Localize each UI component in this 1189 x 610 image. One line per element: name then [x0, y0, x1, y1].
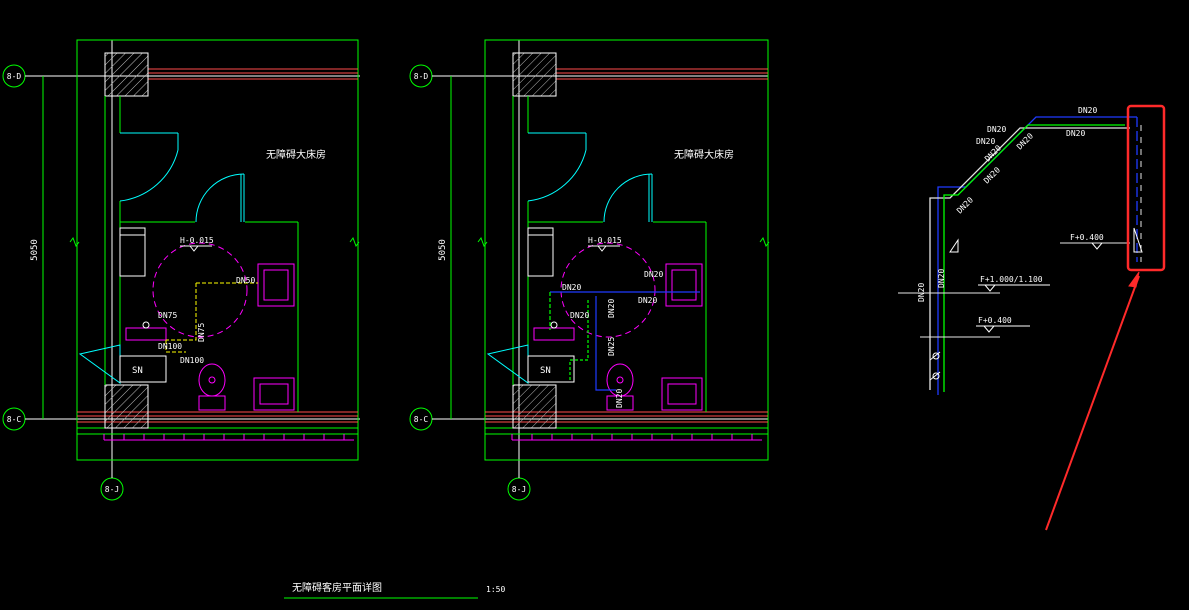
- pipe-label: DN75: [197, 323, 206, 342]
- bathtub: [253, 377, 295, 411]
- room-boundary: [76, 39, 359, 461]
- pipe-label: DN20: [644, 270, 663, 279]
- pipe-label: DN100: [180, 356, 204, 365]
- elevation-label: F+0.400: [978, 316, 1012, 325]
- pipe-label: DN100: [158, 342, 182, 351]
- pipe-label: DN20: [937, 269, 946, 288]
- pipe-label: DN20: [638, 296, 657, 305]
- drawing-footer: 无障碍客房平面详图 1:50: [284, 581, 505, 599]
- drawing-scale: 1:50: [486, 585, 505, 594]
- plan-right: 8-D 8-C 8-J: [409, 39, 770, 501]
- pipe-label: DN20: [917, 283, 926, 302]
- axis-label-bd: 8-D: [7, 72, 22, 81]
- shower-label: SN: [132, 366, 143, 376]
- axis-label-bj: 8-J: [105, 485, 119, 494]
- turning-circle: [152, 242, 248, 338]
- pipe-label: DN75: [158, 311, 177, 320]
- dimension-label: 5050: [438, 239, 448, 261]
- pipe-isometric: F+0.400 F+1.000/1.100 F+0.400 DN20 DN20 …: [898, 104, 1166, 531]
- pipe-label: DN20: [987, 125, 1006, 134]
- shower-area: [119, 355, 167, 383]
- pipe-label: DN20: [955, 195, 975, 215]
- room-label: 无障碍大床房: [674, 148, 734, 161]
- highlight-box: [1126, 104, 1166, 272]
- elevation-label: F+1.000/1.100: [980, 275, 1043, 284]
- drawing-title: 无障碍客房平面详图: [292, 581, 382, 594]
- dimension-label: 5050: [30, 239, 40, 261]
- elevation-label: F+0.400: [1070, 233, 1104, 242]
- level-label: H-0.015: [180, 236, 214, 245]
- pipe-label: DN25: [607, 337, 616, 356]
- column-bottom: [104, 384, 149, 429]
- pipe-label: DN20: [562, 283, 581, 292]
- shower-label: SN: [540, 366, 551, 376]
- pipe-label: DN20: [615, 389, 624, 408]
- axis-label-bj: 8-J: [512, 485, 526, 494]
- room-label: 无障碍大床房: [266, 148, 326, 161]
- toilet: [198, 363, 226, 411]
- axis-label-bc: 8-C: [414, 415, 429, 424]
- washbasin: [257, 263, 295, 307]
- pipe-label: DN20: [607, 299, 616, 318]
- pipe-label: DN20: [1078, 106, 1097, 115]
- axis-label-bd: 8-D: [414, 72, 429, 81]
- pipe-label: DN20: [1066, 129, 1085, 138]
- plan-left: 8-D 8-C 8-J: [2, 39, 360, 501]
- pipe-label: DN20: [570, 311, 589, 320]
- pipe-label: DN50: [236, 276, 255, 285]
- column-top: [104, 52, 149, 97]
- pipe-label: DN20: [976, 137, 995, 146]
- level-label: H-0.015: [588, 236, 622, 245]
- highlight-arrow: [1045, 275, 1140, 531]
- axis-label-bc: 8-C: [7, 415, 22, 424]
